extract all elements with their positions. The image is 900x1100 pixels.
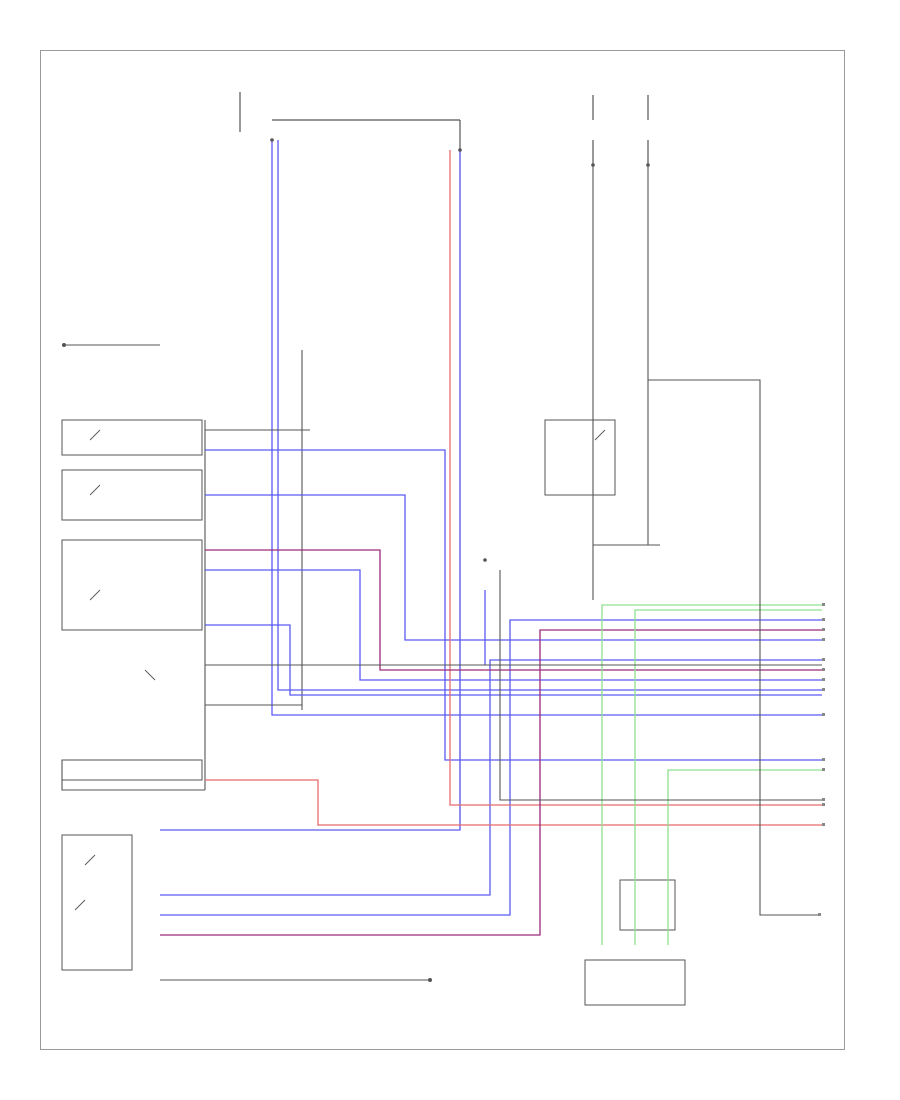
switch-boxes [61, 419, 686, 1006]
power-feeds [239, 92, 649, 165]
black-routes [61, 344, 822, 981]
diagram-frame [40, 50, 845, 1050]
magenta-wires [160, 549, 822, 936]
red-wires [205, 150, 822, 826]
switch-contacts [74, 429, 606, 911]
green-wires [601, 604, 822, 945]
terminal-dots [62, 138, 650, 982]
blue-wires [160, 140, 822, 916]
right-terminals [818, 603, 825, 916]
